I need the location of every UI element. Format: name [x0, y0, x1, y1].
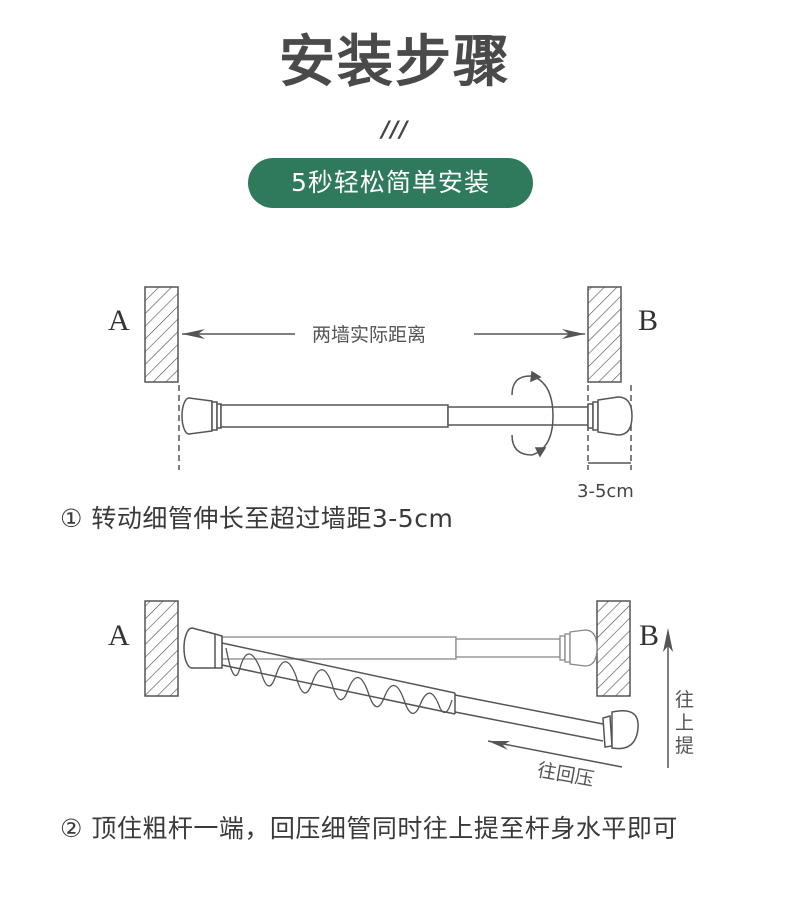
- wall-a-label: A: [108, 304, 130, 337]
- distance-arrow-left: [182, 329, 295, 339]
- subtitle-pill: 5秒轻松简单安装: [248, 158, 533, 208]
- lift-up-arrow: [663, 628, 673, 768]
- step-2-instruction: ② 顶住粗杆一端，回压细管同时往上提至杆身水平即可: [60, 812, 678, 846]
- wall-a: [144, 600, 179, 697]
- rod-final-position: [221, 629, 598, 667]
- tension-rod: [181, 396, 633, 436]
- push-back-arrow: [487, 740, 623, 768]
- step-1-number: ①: [60, 504, 83, 533]
- lift-label-char-2: 上: [675, 712, 694, 734]
- distance-label: 两墙实际距离: [312, 324, 426, 346]
- rotate-arrow-icon: [511, 370, 554, 458]
- wall-a-label: A: [108, 619, 130, 652]
- lift-label-char-3: 提: [675, 735, 694, 757]
- step-2-number: ②: [60, 814, 83, 843]
- push-back-label: 往回压: [536, 759, 596, 791]
- extension-label: 3-5cm: [577, 481, 634, 500]
- wall-b: [587, 286, 622, 383]
- diagram-step-2: A B: [0, 585, 790, 800]
- rod-tilted: [183, 627, 639, 750]
- diagram-step-1: A B 两墙实际距离 3-5cm: [0, 270, 790, 502]
- step-1-text: 转动细管伸长至超过墙距3-5cm: [91, 504, 454, 533]
- decorative-slashes: ///: [381, 118, 409, 143]
- wall-a: [144, 286, 179, 383]
- distance-arrow-right: [474, 329, 585, 339]
- wall-b: [596, 600, 631, 697]
- page-title: 安装步骤: [279, 30, 511, 95]
- lift-label-char-1: 往: [675, 689, 694, 711]
- wall-b-label: B: [638, 304, 658, 337]
- step-1-instruction: ① 转动细管伸长至超过墙距3-5cm: [60, 502, 453, 536]
- wall-b-label: B: [639, 619, 659, 652]
- step-2-text: 顶住粗杆一端，回压细管同时往上提至杆身水平即可: [91, 814, 678, 843]
